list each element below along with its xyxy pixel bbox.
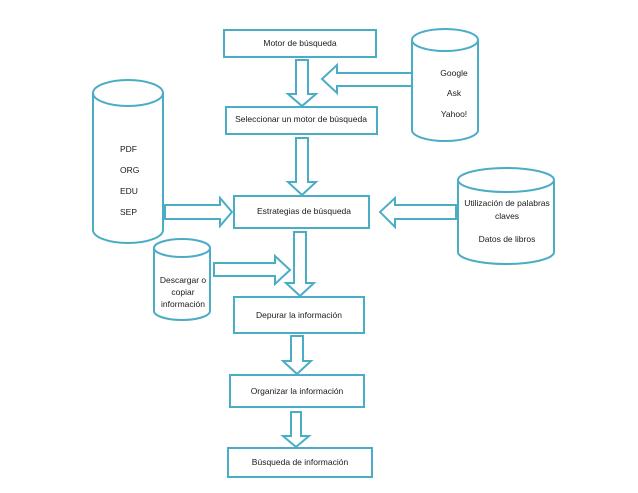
label-estrategias: Estrategias de búsqueda bbox=[257, 206, 351, 216]
box-seleccionar-motor bbox=[225, 106, 378, 135]
label-organizar: Organizar la información bbox=[251, 386, 344, 396]
label-busqueda-informacion: Búsqueda de información bbox=[252, 457, 349, 467]
download-label-line-2: copiar bbox=[171, 287, 194, 297]
domain-label-pdf: PDF bbox=[120, 144, 137, 154]
keywords-label-line-2: claves bbox=[495, 211, 519, 221]
domain-label-edu: EDU bbox=[120, 186, 138, 196]
box-depurar bbox=[233, 296, 365, 334]
domain-label-org: ORG bbox=[120, 165, 139, 175]
keywords-label-line-3: Datos de libros bbox=[479, 234, 536, 244]
box-motor-de-busqueda bbox=[223, 29, 377, 58]
cylinder-domains bbox=[92, 79, 164, 244]
box-busqueda-informacion bbox=[227, 447, 373, 478]
box-estrategias bbox=[233, 195, 370, 229]
cylinder-download bbox=[153, 238, 211, 321]
arrow-down-1 bbox=[285, 59, 319, 108]
label-depurar: Depurar la información bbox=[256, 310, 342, 320]
label-seleccionar-motor: Seleccionar un motor de búsqueda bbox=[235, 114, 367, 124]
arrow-down-2 bbox=[285, 137, 319, 197]
arrow-left-keywords bbox=[378, 195, 457, 230]
arrow-right-download bbox=[213, 253, 292, 287]
download-label-line-3: información bbox=[161, 299, 205, 309]
arrow-down-4 bbox=[280, 335, 314, 376]
engine-label-ask: Ask bbox=[447, 88, 462, 98]
arrow-down-5 bbox=[280, 411, 312, 449]
engine-label-google: Google bbox=[440, 68, 468, 78]
arrow-down-3 bbox=[283, 231, 317, 298]
domain-label-sep: SEP bbox=[120, 207, 137, 217]
cylinder-keywords bbox=[457, 167, 555, 265]
cylinder-engines bbox=[411, 28, 479, 142]
download-label-line-1: Descargar o bbox=[160, 275, 207, 285]
engine-label-yahoo: Yahoo! bbox=[441, 109, 467, 119]
label-motor-de-busqueda: Motor de búsqueda bbox=[263, 38, 337, 48]
keywords-label-line-1: Utilización de palabras bbox=[464, 198, 550, 208]
arrow-left-engines bbox=[320, 62, 413, 96]
arrow-right-domains bbox=[164, 195, 234, 229]
